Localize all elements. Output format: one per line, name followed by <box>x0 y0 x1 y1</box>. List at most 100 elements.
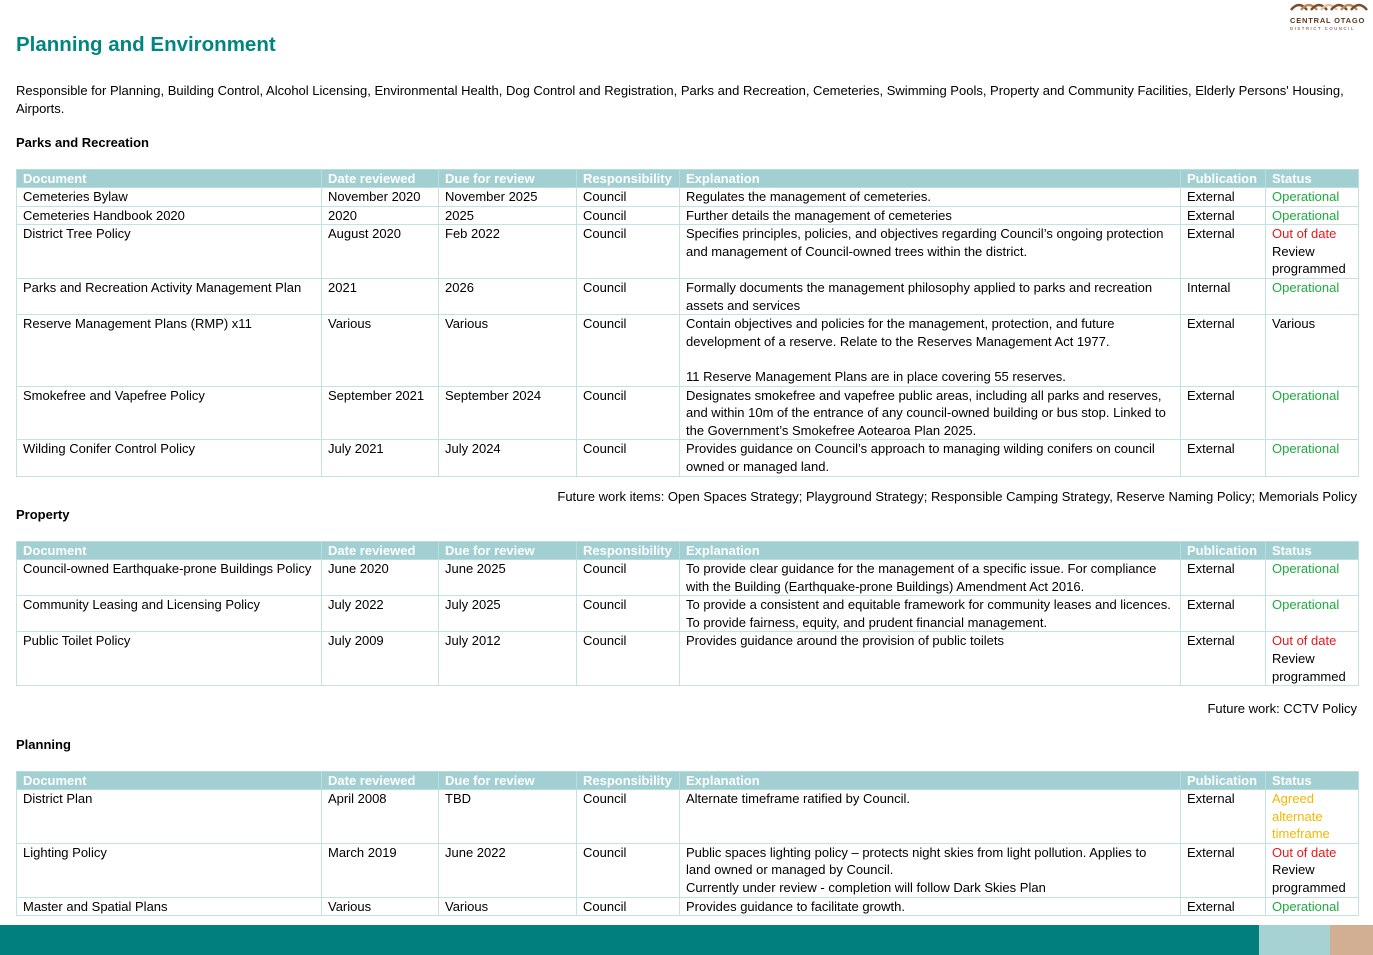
due-for-review-cell: July 2025 <box>438 595 577 633</box>
status-cell: Operational <box>1265 896 1359 917</box>
responsibility-cell: Council <box>576 631 680 687</box>
column-header-document: Document <box>16 541 322 560</box>
section-heading-parks: Parks and Recreation <box>16 135 149 150</box>
explanation-cell: Formally documents the management philos… <box>679 277 1181 316</box>
document-cell: Wilding Conifer Control Policy <box>16 439 322 477</box>
column-header-publication: Publication <box>1180 771 1266 790</box>
explanation-cell: Public spaces lighting policy – protects… <box>679 842 1181 898</box>
due-for-review-cell: Various <box>438 896 577 917</box>
table-row: Council-owned Earthquake-prone Buildings… <box>16 558 1359 597</box>
due-for-review-cell: Feb 2022 <box>438 224 577 279</box>
central-otago-logo: CENTRAL OTAGO DISTRICT COUNCIL <box>1290 3 1368 31</box>
explanation-cell: Alternate timeframe ratified by Council. <box>679 789 1181 844</box>
document-cell: District Plan <box>16 789 322 844</box>
responsibility-cell: Council <box>576 277 680 316</box>
due-for-review-cell: November 2025 <box>438 187 577 207</box>
table-row: Parks and Recreation Activity Management… <box>16 277 1359 316</box>
table-body: Council-owned Earthquake-prone Buildings… <box>16 558 1359 687</box>
status-cell: Agreed alternate timeframe <box>1265 789 1359 844</box>
date-reviewed-cell: July 2009 <box>321 631 439 687</box>
status-cell: Operational <box>1265 277 1359 316</box>
column-header-document: Document <box>16 169 322 188</box>
status-cell: Operational <box>1265 439 1359 477</box>
responsibility-cell: Council <box>576 595 680 633</box>
responsibility-cell: Council <box>576 314 680 387</box>
intro-text: Responsible for Planning, Building Contr… <box>16 83 1344 116</box>
responsibility-cell: Council <box>576 558 680 597</box>
document-cell: Master and Spatial Plans <box>16 896 322 917</box>
explanation-cell: To provide a consistent and equitable fr… <box>679 595 1181 633</box>
responsibility-cell: Council <box>576 205 680 226</box>
publication-cell: Internal <box>1180 277 1266 316</box>
responsibility-cell: Council <box>576 385 680 441</box>
responsibility-cell: Council <box>576 439 680 477</box>
footer-accent-light <box>1259 925 1330 955</box>
explanation-cell: Provides guidance on Council’s approach … <box>679 439 1181 477</box>
publication-cell: External <box>1180 385 1266 441</box>
document-cell: Council-owned Earthquake-prone Buildings… <box>16 558 322 597</box>
column-header-responsibility: Responsibility <box>576 169 680 188</box>
due-for-review-cell: 2026 <box>438 277 577 316</box>
date-reviewed-cell: July 2022 <box>321 595 439 633</box>
explanation-cell: Regulates the management of cemeteries. <box>679 187 1181 207</box>
column-header-explanation: Explanation <box>679 771 1181 790</box>
explanation-cell: Provides guidance to facilitate growth. <box>679 896 1181 917</box>
date-reviewed-cell: March 2019 <box>321 842 439 898</box>
date-reviewed-cell: 2020 <box>321 205 439 226</box>
document-cell: Public Toilet Policy <box>16 631 322 687</box>
date-reviewed-cell: 2021 <box>321 277 439 316</box>
status-cell: Operational <box>1265 385 1359 441</box>
responsibility-cell: Council <box>576 187 680 207</box>
due-for-review-cell: July 2012 <box>438 631 577 687</box>
status-cell: Operational <box>1265 187 1359 207</box>
column-header-responsibility: Responsibility <box>576 771 680 790</box>
status-cell: Operational <box>1265 558 1359 597</box>
publication-cell: External <box>1180 842 1266 898</box>
due-for-review-cell: 2025 <box>438 205 577 226</box>
publication-cell: External <box>1180 896 1266 917</box>
due-for-review-cell: July 2024 <box>438 439 577 477</box>
column-header-due-for-review: Due for review <box>438 169 577 188</box>
explanation-cell: To provide clear guidance for the manage… <box>679 558 1181 597</box>
column-header-publication: Publication <box>1180 169 1266 188</box>
column-header-document: Document <box>16 771 322 790</box>
column-header-responsibility: Responsibility <box>576 541 680 560</box>
due-for-review-cell: TBD <box>438 789 577 844</box>
page-title: Planning and Environment <box>16 33 276 56</box>
document-cell: Cemeteries Handbook 2020 <box>16 205 322 226</box>
publication-cell: External <box>1180 314 1266 387</box>
date-reviewed-cell: Various <box>321 314 439 387</box>
document-cell: Parks and Recreation Activity Management… <box>16 277 322 316</box>
due-for-review-cell: June 2025 <box>438 558 577 597</box>
footer-bar <box>0 925 1259 955</box>
explanation-cell: Specifies principles, policies, and obje… <box>679 224 1181 279</box>
status-cell: Various <box>1265 314 1359 387</box>
date-reviewed-cell: Various <box>321 896 439 917</box>
column-header-due-for-review: Due for review <box>438 541 577 560</box>
publication-cell: External <box>1180 439 1266 477</box>
publication-cell: External <box>1180 187 1266 207</box>
publication-cell: External <box>1180 558 1266 597</box>
publication-cell: External <box>1180 789 1266 844</box>
due-for-review-cell: June 2022 <box>438 842 577 898</box>
explanation-cell: Further details the management of cemete… <box>679 205 1181 226</box>
document-cell: Smokefree and Vapefree Policy <box>16 385 322 441</box>
status-cell: Operational <box>1265 595 1359 633</box>
